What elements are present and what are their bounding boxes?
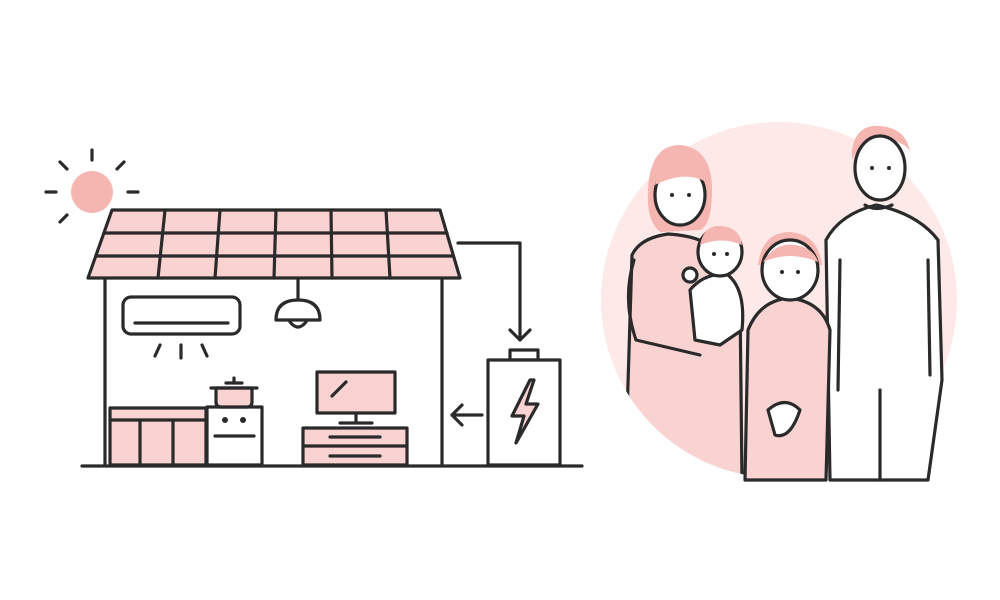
tv-cabinet xyxy=(301,426,409,467)
lightning-icon xyxy=(510,378,540,445)
sun-icon xyxy=(44,148,140,224)
tv-icon xyxy=(315,370,397,425)
house xyxy=(80,208,584,468)
air-conditioner-icon xyxy=(121,295,242,360)
stove-icon xyxy=(205,376,264,467)
family-illustration xyxy=(601,122,957,482)
arrow-battery-to-house xyxy=(450,403,484,427)
battery-icon xyxy=(486,348,562,467)
faces xyxy=(670,166,891,274)
solar-panel-grid xyxy=(94,208,455,280)
arrow-roof-to-battery xyxy=(456,241,532,342)
ceiling-lamp-icon xyxy=(274,278,322,329)
kitchen-cabinet xyxy=(108,406,208,467)
